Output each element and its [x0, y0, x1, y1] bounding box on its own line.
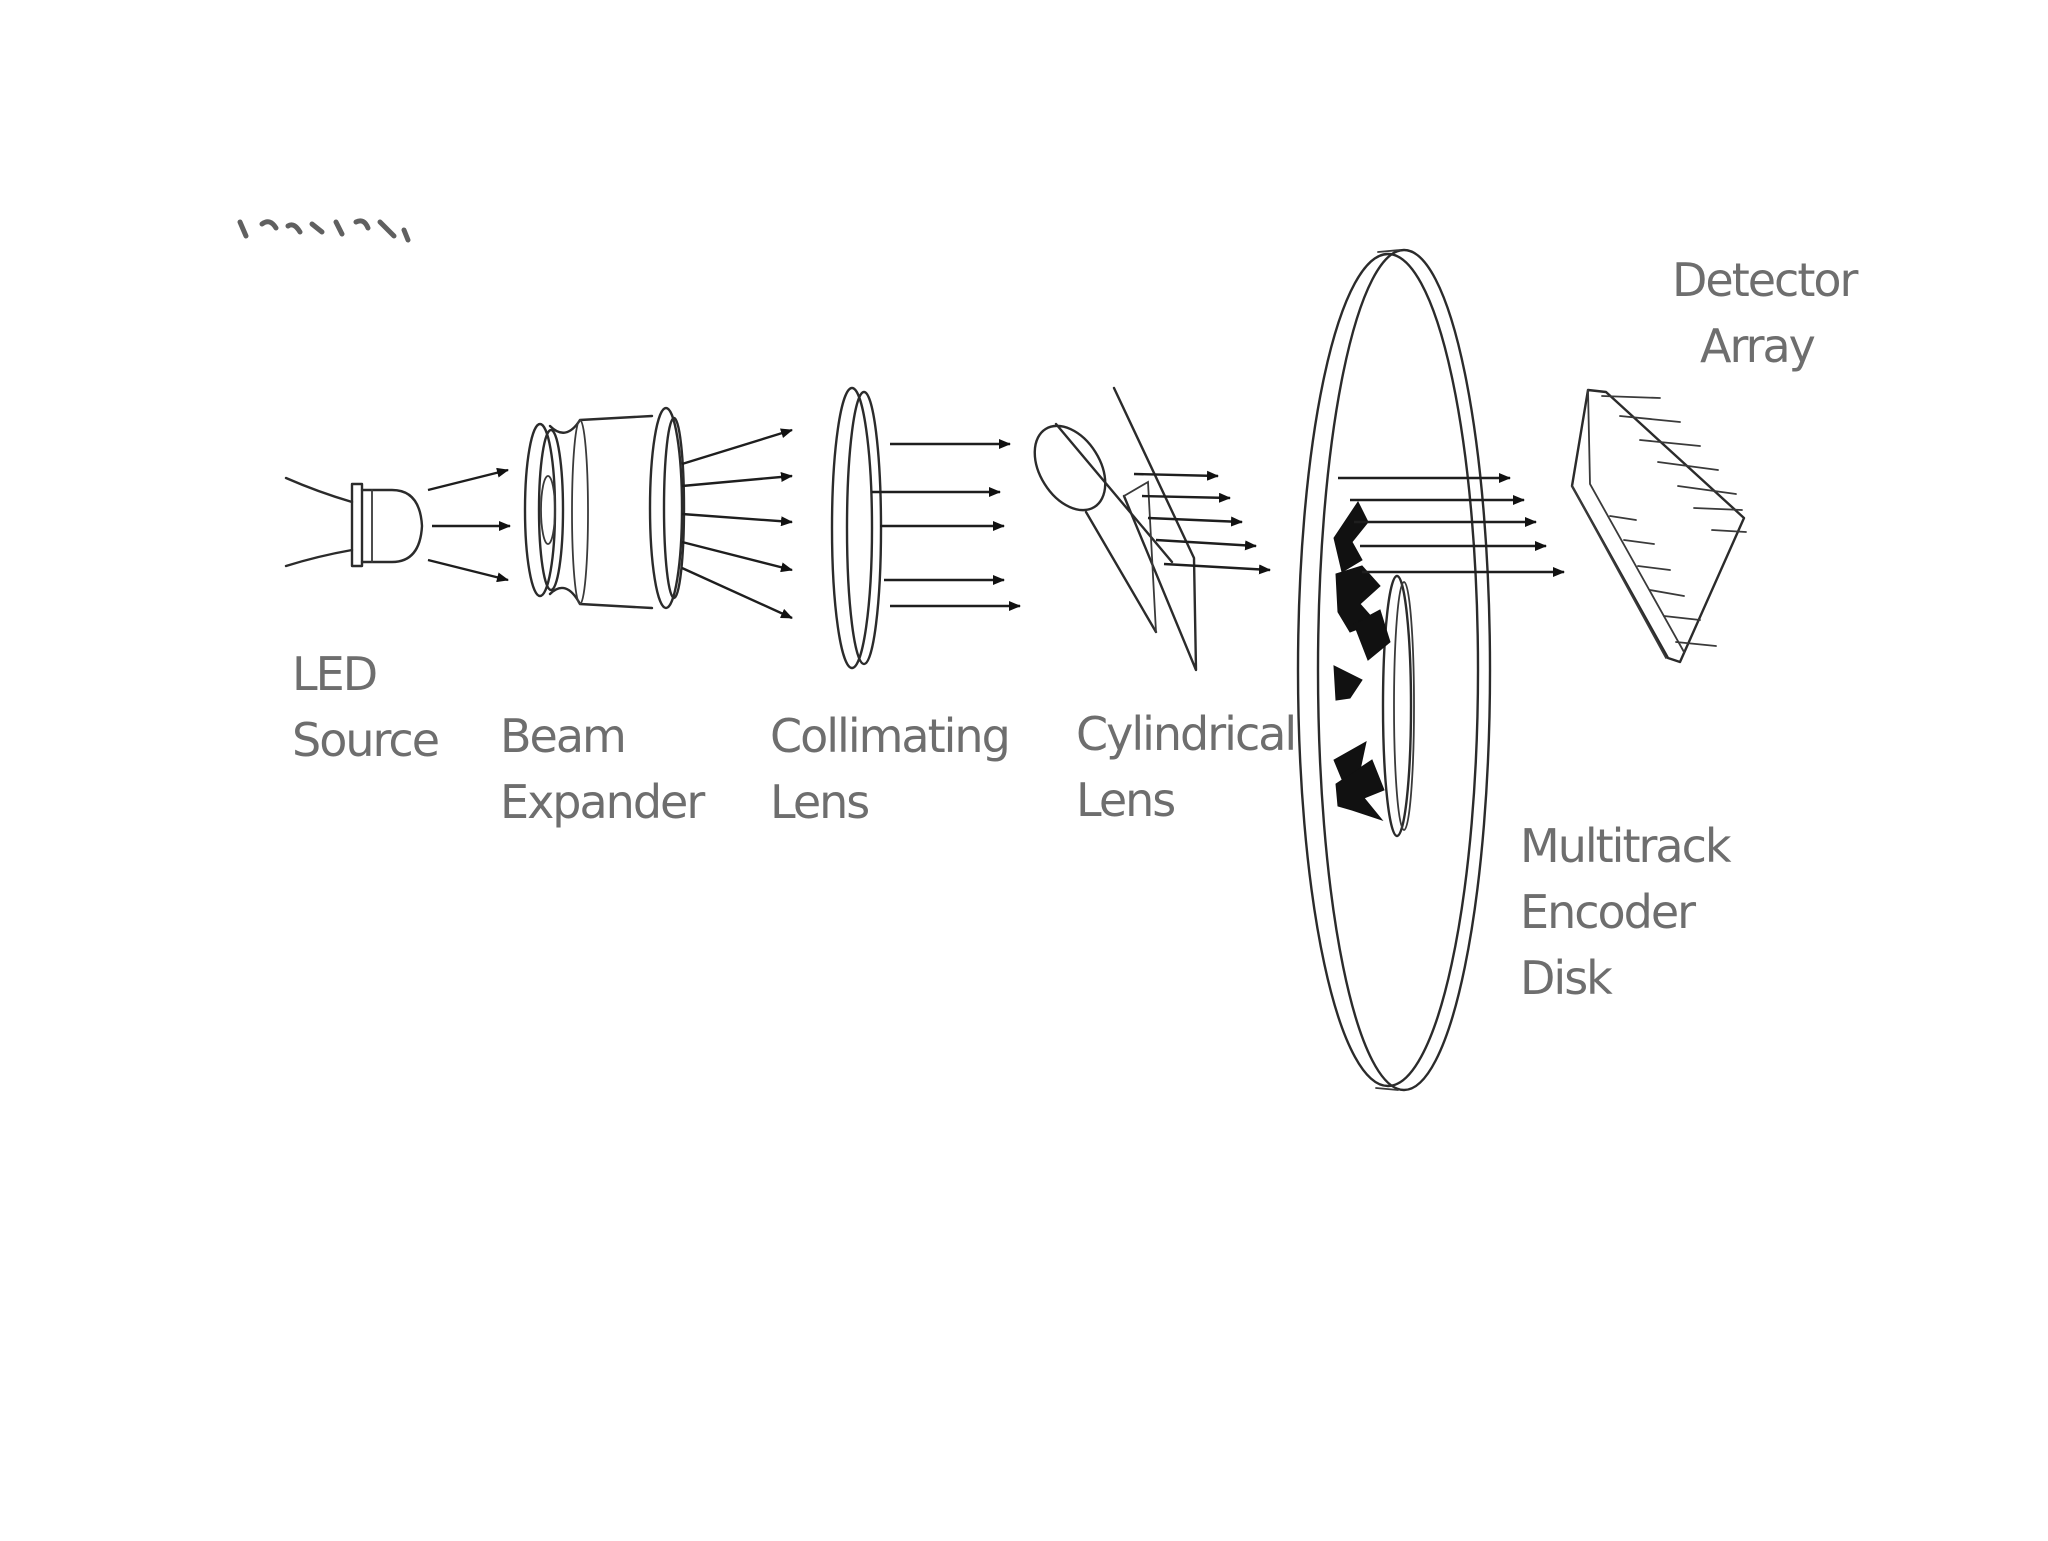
- disk-rays: [1338, 473, 1565, 577]
- label-led-source-line2: Source: [292, 713, 438, 767]
- led-source: [284, 476, 424, 568]
- detector-array: [1570, 388, 1747, 664]
- cylindrical-rays: [1133, 470, 1271, 575]
- label-detector-array-line2: Array: [1700, 319, 1815, 373]
- label-detector-array-line1: Detector: [1672, 253, 1859, 307]
- label-cylindrical-lens-line1: Cylindrical: [1076, 707, 1295, 761]
- label-beam-expander-line1: Beam: [500, 709, 625, 763]
- label-beam-expander-line2: Expander: [500, 775, 705, 829]
- multitrack-encoder-disk: [1296, 248, 1492, 1092]
- expander-rays: [681, 428, 793, 620]
- cylindrical-lens: [1033, 386, 1198, 672]
- label-encoder-disk-line3: Disk: [1520, 951, 1613, 1005]
- label-cylindrical-lens-line2: Lens: [1076, 773, 1174, 827]
- encoder-code-marks: [1333, 501, 1391, 822]
- label-beam-expander: Beam Expander: [500, 709, 707, 829]
- beam-expander: [523, 406, 686, 610]
- label-collimating-lens: Collimating Lens: [770, 709, 1011, 829]
- label-encoder-disk-line2: Encoder: [1520, 885, 1696, 939]
- label-led-source-line1: LED: [292, 647, 376, 701]
- label-collimating-lens-line2: Lens: [770, 775, 868, 829]
- cropped-scan-fragment: [237, 218, 411, 243]
- led-rays: [427, 467, 511, 583]
- label-encoder-disk-line1: Multitrack: [1520, 819, 1732, 873]
- label-cylindrical-lens: Cylindrical Lens: [1076, 707, 1297, 827]
- label-led-source: LED Source: [292, 647, 440, 767]
- collimating-lens: [830, 386, 883, 670]
- label-collimating-lens-line1: Collimating: [770, 709, 1009, 763]
- label-detector-array: Detector Array: [1672, 253, 1861, 373]
- label-encoder-disk: Multitrack Encoder Disk: [1520, 819, 1734, 1005]
- collimated-rays: [872, 439, 1021, 611]
